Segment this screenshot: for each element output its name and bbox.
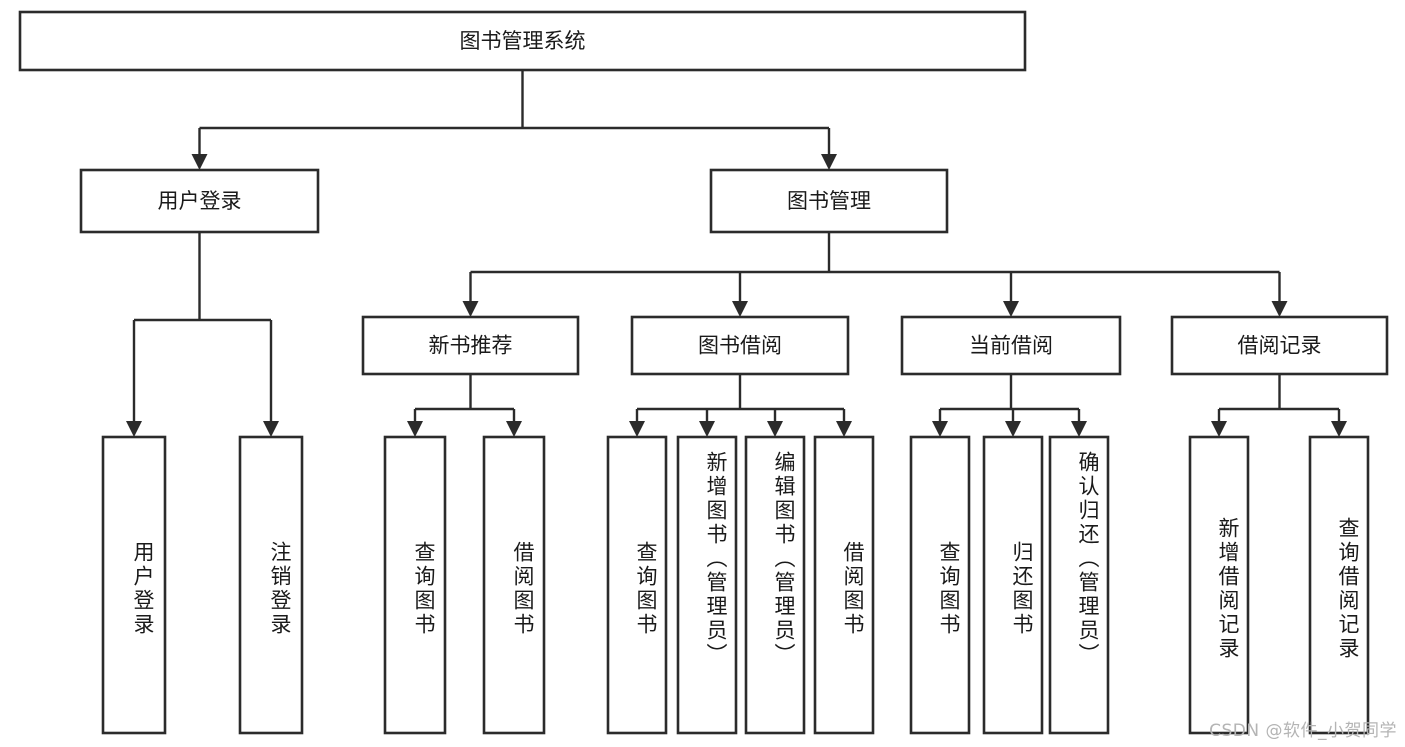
node-root: 图书管理系统 xyxy=(18,10,1027,72)
node-box-user-login xyxy=(79,168,320,234)
node-leaf-query-book-1: 查询图书 xyxy=(383,435,447,735)
node-label-leaf-query-book-3: 查询图书 xyxy=(937,541,961,637)
node-box-book-borrow xyxy=(630,315,850,376)
node-label-leaf-query-book-2: 查询图书 xyxy=(634,541,658,637)
connectors-layer xyxy=(126,70,1347,437)
node-box-leaf-add-book xyxy=(676,435,738,735)
node-leaf-edit-book: 编辑图书（管理员） xyxy=(744,435,806,735)
node-leaf-query-book-3: 查询图书 xyxy=(909,435,971,735)
node-box-current-borrow xyxy=(900,315,1122,376)
node-box-borrow-record xyxy=(1170,315,1389,376)
node-box-leaf-borrow-book-1 xyxy=(482,435,546,735)
node-box-leaf-user-login xyxy=(101,435,167,735)
node-book-borrow: 图书借阅 xyxy=(630,315,850,376)
node-label-current-borrow: 当前借阅 xyxy=(969,334,1053,358)
node-leaf-add-book: 新增图书（管理员） xyxy=(676,435,738,735)
node-leaf-borrow-book-2: 借阅图书 xyxy=(813,435,875,735)
node-leaf-return-book: 归还图书 xyxy=(982,435,1044,735)
node-label-user-login: 用户登录 xyxy=(158,189,242,213)
node-user-login: 用户登录 xyxy=(79,168,320,234)
node-book-manage: 图书管理 xyxy=(709,168,949,234)
node-leaf-add-record: 新增借阅记录 xyxy=(1188,435,1250,735)
node-label-leaf-query-book-1: 查询图书 xyxy=(412,541,436,637)
node-label-leaf-add-record: 新增借阅记录 xyxy=(1216,517,1240,661)
node-label-leaf-query-record: 查询借阅记录 xyxy=(1336,517,1360,661)
node-leaf-borrow-book-1: 借阅图书 xyxy=(482,435,546,735)
node-label-leaf-borrow-book-2: 借阅图书 xyxy=(841,541,865,637)
node-label-leaf-edit-book: 编辑图书（管理员） xyxy=(772,451,796,667)
node-leaf-user-login: 用户登录 xyxy=(101,435,167,735)
node-leaf-confirm-return: 确认归还（管理员） xyxy=(1048,435,1110,735)
node-box-leaf-user-logout xyxy=(238,435,304,735)
node-box-leaf-borrow-book-2 xyxy=(813,435,875,735)
node-box-root xyxy=(18,10,1027,72)
node-label-leaf-user-logout: 注销登录 xyxy=(268,541,292,637)
node-leaf-query-record: 查询借阅记录 xyxy=(1308,435,1370,735)
node-label-leaf-user-login: 用户登录 xyxy=(131,541,155,637)
node-borrow-record: 借阅记录 xyxy=(1170,315,1389,376)
node-label-leaf-return-book: 归还图书 xyxy=(1010,541,1034,637)
node-box-leaf-return-book xyxy=(982,435,1044,735)
node-label-leaf-confirm-return: 确认归还（管理员） xyxy=(1076,451,1100,667)
node-label-borrow-record: 借阅记录 xyxy=(1238,334,1322,358)
node-label-leaf-borrow-book-1: 借阅图书 xyxy=(511,541,535,637)
node-label-new-book-rec: 新书推荐 xyxy=(429,334,513,358)
node-box-leaf-edit-book xyxy=(744,435,806,735)
boxes-layer: 图书管理系统用户登录图书管理新书推荐图书借阅当前借阅借阅记录用户登录注销登录查询… xyxy=(18,10,1389,735)
node-box-leaf-query-book-3 xyxy=(909,435,971,735)
node-label-book-manage: 图书管理 xyxy=(787,189,871,213)
node-box-leaf-query-book-1 xyxy=(383,435,447,735)
node-label-book-borrow: 图书借阅 xyxy=(698,334,782,358)
node-box-leaf-query-record xyxy=(1308,435,1370,735)
node-leaf-query-book-2: 查询图书 xyxy=(606,435,668,735)
node-box-leaf-add-record xyxy=(1188,435,1250,735)
node-new-book-rec: 新书推荐 xyxy=(361,315,580,376)
node-box-new-book-rec xyxy=(361,315,580,376)
node-box-leaf-query-book-2 xyxy=(606,435,668,735)
node-box-leaf-confirm-return xyxy=(1048,435,1110,735)
node-label-leaf-add-book: 新增图书（管理员） xyxy=(704,451,728,667)
node-current-borrow: 当前借阅 xyxy=(900,315,1122,376)
node-leaf-user-logout: 注销登录 xyxy=(238,435,304,735)
node-label-root: 图书管理系统 xyxy=(460,29,586,53)
node-box-book-manage xyxy=(709,168,949,234)
